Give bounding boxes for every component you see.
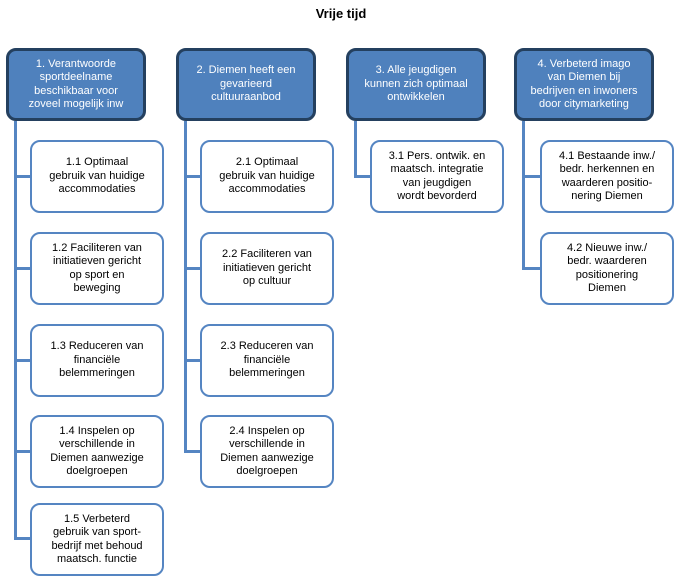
connector-col2-stub-1 bbox=[184, 175, 200, 178]
objective-box-4: 4. Verbeterd imago van Diemen bij bedrij… bbox=[514, 48, 654, 121]
subgoal-box-3-1: 3.1 Pers. ontwik. en maatsch. integratie… bbox=[370, 140, 504, 213]
subgoal-box-4-2: 4.2 Nieuwe inw./ bedr. waarderen positio… bbox=[540, 232, 674, 305]
subgoal-box-4-1: 4.1 Bestaande inw./ bedr. herkennen en w… bbox=[540, 140, 674, 213]
connector-col2-vertical bbox=[184, 121, 187, 453]
diagram-title: Vrije tijd bbox=[315, 6, 367, 21]
connector-col4-vertical bbox=[522, 121, 525, 270]
subgoal-box-1-5: 1.5 Verbeterd gebruik van sport- bedrijf… bbox=[30, 503, 164, 576]
connector-col1-vertical bbox=[14, 121, 17, 540]
connector-col3-vertical bbox=[354, 121, 357, 178]
objective-box-2: 2. Diemen heeft een gevarieerd cultuuraa… bbox=[176, 48, 316, 121]
connector-col4-stub-1 bbox=[522, 175, 540, 178]
connector-col4-stub-2 bbox=[522, 267, 540, 270]
connector-col3-stub-1 bbox=[354, 175, 370, 178]
connector-col1-stub-3 bbox=[14, 359, 30, 362]
connector-col1-stub-2 bbox=[14, 267, 30, 270]
subgoal-box-2-2: 2.2 Faciliteren van initiatieven gericht… bbox=[200, 232, 334, 305]
connector-col2-stub-3 bbox=[184, 359, 200, 362]
connector-col1-stub-4 bbox=[14, 450, 30, 453]
subgoal-box-1-3: 1.3 Reduceren van financiële belemmering… bbox=[30, 324, 164, 397]
objective-box-3: 3. Alle jeugdigen kunnen zich optimaal o… bbox=[346, 48, 486, 121]
objective-box-1: 1. Verantwoorde sportdeelname beschikbaa… bbox=[6, 48, 146, 121]
subgoal-box-1-1: 1.1 Optimaal gebruik van huidige accommo… bbox=[30, 140, 164, 213]
connector-col1-stub-1 bbox=[14, 175, 30, 178]
connector-col2-stub-4 bbox=[184, 450, 200, 453]
connector-col2-stub-2 bbox=[184, 267, 200, 270]
subgoal-box-1-4: 1.4 Inspelen op verschillende in Diemen … bbox=[30, 415, 164, 488]
subgoal-box-1-2: 1.2 Faciliteren van initiatieven gericht… bbox=[30, 232, 164, 305]
subgoal-box-2-4: 2.4 Inspelen op verschillende in Diemen … bbox=[200, 415, 334, 488]
subgoal-box-2-3: 2.3 Reduceren van financiële belemmering… bbox=[200, 324, 334, 397]
subgoal-box-2-1: 2.1 Optimaal gebruik van huidige accommo… bbox=[200, 140, 334, 213]
connector-col1-stub-5 bbox=[14, 537, 30, 540]
